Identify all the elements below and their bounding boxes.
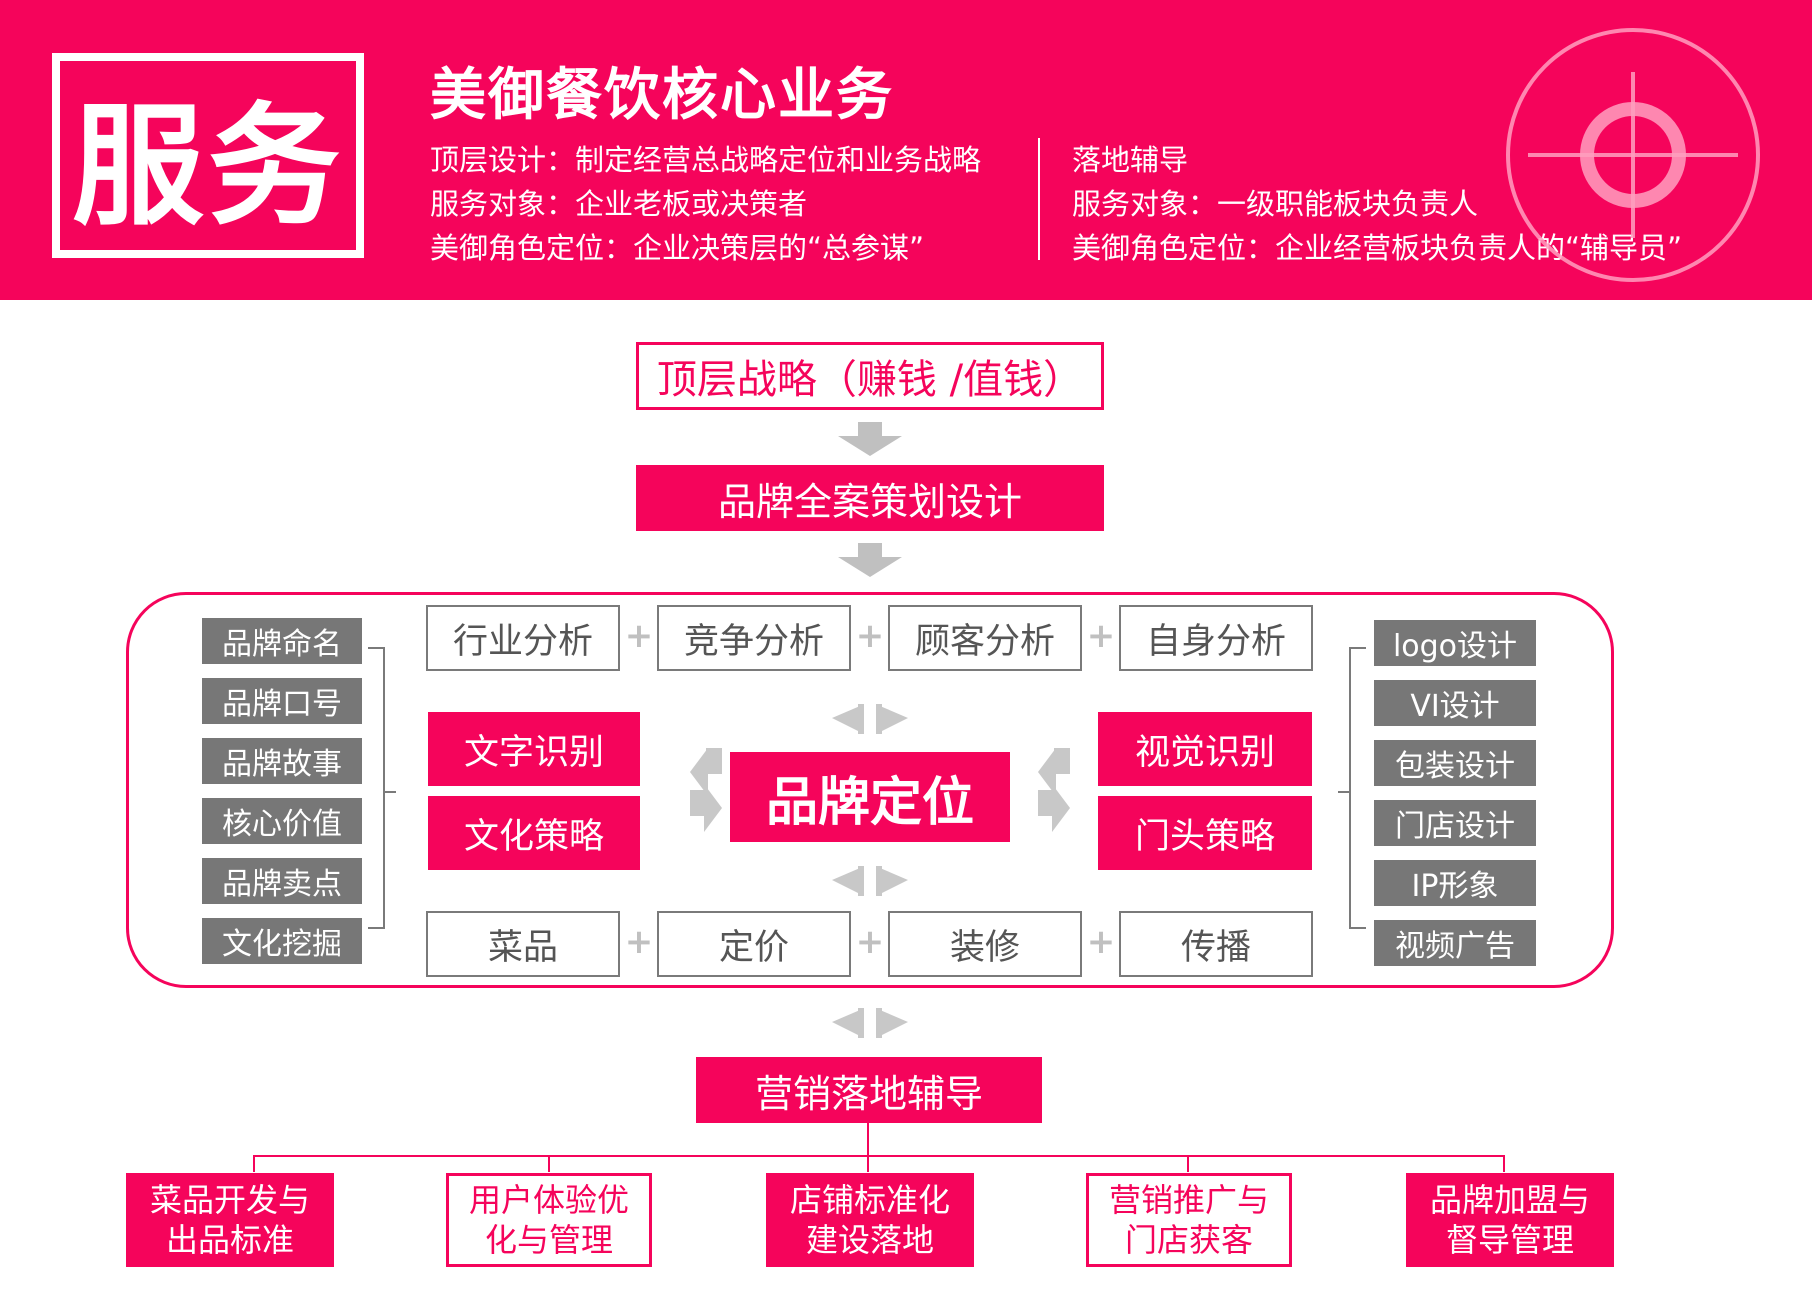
marketing-guidance-box: 营销落地辅导 bbox=[696, 1057, 1042, 1123]
bottom-box-line: 营销推广与 bbox=[1108, 1181, 1269, 1219]
left-list-item: 品牌故事 bbox=[202, 738, 362, 784]
bottom-box-store-standard: 店铺标准化 建设落地 bbox=[766, 1173, 974, 1267]
header-divider bbox=[1038, 138, 1040, 260]
plus-sign: + bbox=[855, 616, 885, 656]
right-list-item: VI设计 bbox=[1374, 680, 1536, 726]
left-list-item: 品牌口号 bbox=[202, 678, 362, 724]
service-badge: 服务 bbox=[52, 53, 364, 258]
left-list-item: 核心价值 bbox=[202, 798, 362, 844]
bottom-box-line: 出品标准 bbox=[165, 1221, 294, 1259]
crosshair-icon bbox=[1506, 28, 1760, 282]
bottom-box-line: 品牌加盟与 bbox=[1429, 1181, 1590, 1219]
top-strategy-box: 顶层战略（赚钱 /值钱） bbox=[636, 342, 1104, 410]
bottom-box-franchise: 品牌加盟与 督导管理 bbox=[1406, 1173, 1614, 1267]
decoration-box: 装修 bbox=[888, 911, 1082, 977]
right-list-item: 视频广告 bbox=[1374, 920, 1536, 966]
brand-planning-box: 品牌全案策划设计 bbox=[636, 465, 1104, 531]
competition-analysis-box: 竞争分析 bbox=[657, 605, 851, 671]
plus-sign: + bbox=[1086, 616, 1116, 656]
page-title: 美御餐饮核心业务 bbox=[430, 63, 894, 128]
self-analysis-box: 自身分析 bbox=[1119, 605, 1313, 671]
right-list-item: logo设计 bbox=[1374, 620, 1536, 666]
bottom-box-marketing-promotion: 营销推广与 门店获客 bbox=[1086, 1173, 1292, 1267]
bottom-box-line: 门店获客 bbox=[1124, 1221, 1253, 1259]
right-list-item: 包装设计 bbox=[1374, 740, 1536, 786]
bottom-box-line: 督导管理 bbox=[1445, 1221, 1574, 1259]
top-design-role: 美御角色定位：企业决策层的“总参谋” bbox=[430, 231, 925, 265]
bottom-box-line: 建设落地 bbox=[805, 1221, 934, 1259]
industry-analysis-box: 行业分析 bbox=[426, 605, 620, 671]
left-list-item: 品牌卖点 bbox=[202, 858, 362, 904]
landing-role: 美御角色定位：企业经营板块负责人的“辅导员” bbox=[1072, 231, 1683, 265]
right-list-item: 门店设计 bbox=[1374, 800, 1536, 846]
brand-positioning-box: 品牌定位 bbox=[730, 752, 1010, 842]
text-identity-box: 文字识别 bbox=[428, 712, 640, 786]
plus-sign: + bbox=[855, 922, 885, 962]
right-list-item: IP形象 bbox=[1374, 860, 1536, 906]
pricing-box: 定价 bbox=[657, 911, 851, 977]
bottom-box-line: 菜品开发与 bbox=[149, 1181, 310, 1219]
bottom-box-line: 用户体验优 bbox=[468, 1181, 629, 1219]
promotion-box: 传播 bbox=[1119, 911, 1313, 977]
plus-sign: + bbox=[624, 616, 654, 656]
top-design-line: 顶层设计：制定经营总战略定位和业务战略 bbox=[430, 143, 982, 177]
visual-identity-box: 视觉识别 bbox=[1098, 712, 1312, 786]
culture-strategy-box: 文化策略 bbox=[428, 796, 640, 870]
brand-strategy-frame bbox=[126, 592, 1614, 988]
customer-analysis-box: 顾客分析 bbox=[888, 605, 1082, 671]
storefront-strategy-box: 门头策略 bbox=[1098, 796, 1312, 870]
landing-target: 服务对象：一级职能板块负责人 bbox=[1072, 187, 1479, 221]
bottom-box-user-experience: 用户体验优 化与管理 bbox=[446, 1173, 652, 1267]
plus-sign: + bbox=[1086, 922, 1116, 962]
dishes-box: 菜品 bbox=[426, 911, 620, 977]
bottom-box-line: 化与管理 bbox=[484, 1221, 613, 1259]
landing-line: 落地辅导 bbox=[1072, 143, 1189, 177]
plus-sign: + bbox=[624, 922, 654, 962]
bottom-box-dish-development: 菜品开发与 出品标准 bbox=[126, 1173, 334, 1267]
bottom-box-line: 店铺标准化 bbox=[789, 1181, 950, 1219]
top-design-target: 服务对象：企业老板或决策者 bbox=[430, 187, 808, 221]
left-list-item: 文化挖掘 bbox=[202, 918, 362, 964]
left-list-item: 品牌命名 bbox=[202, 618, 362, 664]
